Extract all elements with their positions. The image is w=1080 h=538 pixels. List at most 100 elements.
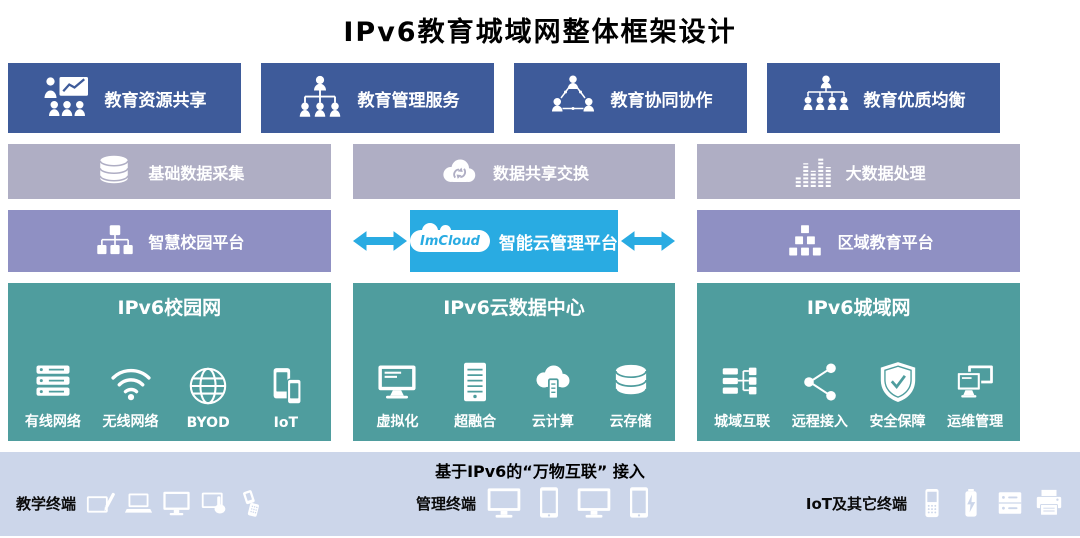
net-box-metro-network: IPv6城域网 城域互联 远程接入 安全保障 运维管理 xyxy=(697,283,1020,441)
presentation-audience-icon xyxy=(43,74,91,122)
terminal-bar-title: 基于IPv6的“万物互联” 接入 xyxy=(435,462,645,481)
data-box-collection: 基础数据采集 xyxy=(8,144,331,199)
bidirectional-arrow-icon xyxy=(352,228,407,254)
printer-icon xyxy=(1034,488,1064,518)
teaching-terminals-group: 教学终端 xyxy=(16,489,267,518)
platform-layer-row: 智慧校园平台 ImCloud 智能云管理平台 区域教育平台 xyxy=(8,210,1020,272)
net-item-label: 城域互联 xyxy=(714,414,771,430)
touch-screen-icon xyxy=(200,489,229,518)
net-item-cloud-storage: 云存储 xyxy=(592,326,670,431)
app-box-label: 教育资源共享 xyxy=(104,90,207,111)
data-box-label: 大数据处理 xyxy=(845,163,926,183)
data-box-label: 数据共享交换 xyxy=(492,163,589,183)
net-item-om-management: 运维管理 xyxy=(936,326,1014,431)
app-box-label: 教育优质均衡 xyxy=(863,90,966,111)
net-item-man-interconnect: 城域互联 xyxy=(703,326,781,431)
tablet-icon xyxy=(531,485,567,521)
net-item-remote-access: 远程接入 xyxy=(781,326,859,431)
platform-box-label: 区域教育平台 xyxy=(837,233,934,252)
app-box-label: 教育管理服务 xyxy=(357,90,460,111)
data-box-bigdata: 大数据处理 xyxy=(697,144,1020,199)
terminal-group-label: 管理终端 xyxy=(415,494,476,513)
monitor-icon xyxy=(375,360,419,404)
app-box-collaboration: 教育协同协作 xyxy=(514,63,747,133)
net-item-hyperconverged: 超融合 xyxy=(436,326,514,431)
cloud-platform-cell: ImCloud 智能云管理平台 xyxy=(352,210,676,272)
iot-terminals-group: IoT及其它终端 xyxy=(806,488,1064,518)
terminal-group-icons xyxy=(917,488,1064,518)
net-item-security: 安全保障 xyxy=(859,326,937,431)
net-item-virtualization: 虚拟化 xyxy=(359,326,437,431)
net-item-label: 无线网络 xyxy=(102,414,159,430)
imcloud-logo-text: ImCloud xyxy=(420,234,480,249)
terminal-group-label: 教学终端 xyxy=(16,494,77,513)
regional-education-platform-box: 区域教育平台 xyxy=(697,210,1020,272)
net-item-label: 超融合 xyxy=(454,414,497,430)
cloud-platform-label: 智能云管理平台 xyxy=(498,233,618,254)
net-item-wireless: 无线网络 xyxy=(92,326,170,431)
interconnect-icon xyxy=(720,360,764,404)
net-item-iot: IoT xyxy=(247,326,325,431)
monitor-icon xyxy=(576,485,612,521)
shield-icon xyxy=(876,360,920,404)
net-box-title: IPv6城域网 xyxy=(806,297,911,319)
tablet-icon xyxy=(621,485,657,521)
database-icon xyxy=(94,152,134,192)
wifi-icon xyxy=(109,360,153,404)
net-item-byod: BYOD xyxy=(169,326,247,431)
net-items: 有线网络 无线网络 BYOD IoT xyxy=(14,326,325,431)
terminal-access-bar: 基于IPv6的“万物互联” 接入 教学终端 管理终端 xyxy=(0,452,1080,536)
database-stack-icon xyxy=(609,360,653,404)
app-box-label: 教育协同协作 xyxy=(610,90,713,111)
app-box-management-service: 教育管理服务 xyxy=(261,63,494,133)
management-terminals-group: 管理终端 xyxy=(416,485,657,521)
net-item-label: 有线网络 xyxy=(24,414,81,430)
data-box-sharing-exchange: 数据共享交换 xyxy=(352,144,676,199)
pyramid-icon xyxy=(784,220,826,262)
server-stack-icon xyxy=(31,360,75,404)
sitemap-icon xyxy=(94,220,136,262)
tablet-pen-icon xyxy=(86,489,115,518)
flip-phone-icon xyxy=(238,489,267,518)
net-box-title: IPv6校园网 xyxy=(117,297,222,319)
net-box-campus-network: IPv6校园网 有线网络 无线网络 BYOD IoT xyxy=(8,283,331,441)
terminal-group-icons xyxy=(486,485,657,521)
smart-campus-platform-box: 智慧校园平台 xyxy=(8,210,331,272)
application-layer-row: 教育资源共享 教育管理服务 教育协同协作 教育优质均衡 xyxy=(8,63,1000,133)
net-item-label: 虚拟化 xyxy=(376,414,419,430)
net-items: 虚拟化 超融合 云计算 云存储 xyxy=(359,326,670,431)
app-box-quality-balance: 教育优质均衡 xyxy=(767,63,1000,133)
net-item-label: BYOD xyxy=(186,415,230,431)
cloud-sync-icon xyxy=(439,152,479,192)
net-item-label: 运维管理 xyxy=(947,414,1004,430)
dual-monitor-icon xyxy=(953,360,997,404)
data-layer-row: 基础数据采集 数据共享交换 大数据处理 xyxy=(8,144,1020,199)
globe-icon xyxy=(186,364,230,408)
collaboration-icon xyxy=(549,74,597,122)
net-item-label: IoT xyxy=(273,415,299,431)
terminal-group-label: IoT及其它终端 xyxy=(805,494,907,513)
battery-charge-icon xyxy=(956,488,986,518)
net-box-title: IPv6云数据中心 xyxy=(443,297,585,319)
terminal-group-icons xyxy=(86,489,267,518)
feature-phone-icon xyxy=(917,488,947,518)
page-title: IPv6教育城域网整体框架设计 xyxy=(343,17,737,48)
net-item-wired: 有线网络 xyxy=(14,326,92,431)
net-box-cloud-datacenter: IPv6云数据中心 虚拟化 超融合 云计算 云存储 xyxy=(352,283,676,441)
org-chart-icon xyxy=(296,74,344,122)
share-nodes-icon xyxy=(798,360,842,404)
net-item-label: 安全保障 xyxy=(869,414,926,430)
monitor-icon xyxy=(162,489,191,518)
equalizer-icon xyxy=(792,152,832,192)
laptop-icon xyxy=(124,489,153,518)
bidirectional-arrow-icon xyxy=(621,228,676,254)
net-item-cloud-computing: 云计算 xyxy=(514,326,592,431)
balanced-tree-icon xyxy=(802,74,850,122)
net-item-label: 云存储 xyxy=(609,414,652,430)
storage-box-icon xyxy=(995,488,1025,518)
net-item-label: 远程接入 xyxy=(791,414,848,430)
net-item-label: 云计算 xyxy=(531,414,574,430)
platform-box-label: 智慧校园平台 xyxy=(148,233,245,252)
imcloud-logo: ImCloud xyxy=(410,223,490,252)
network-layer-row: IPv6校园网 有线网络 无线网络 BYOD IoT xyxy=(8,283,1020,441)
